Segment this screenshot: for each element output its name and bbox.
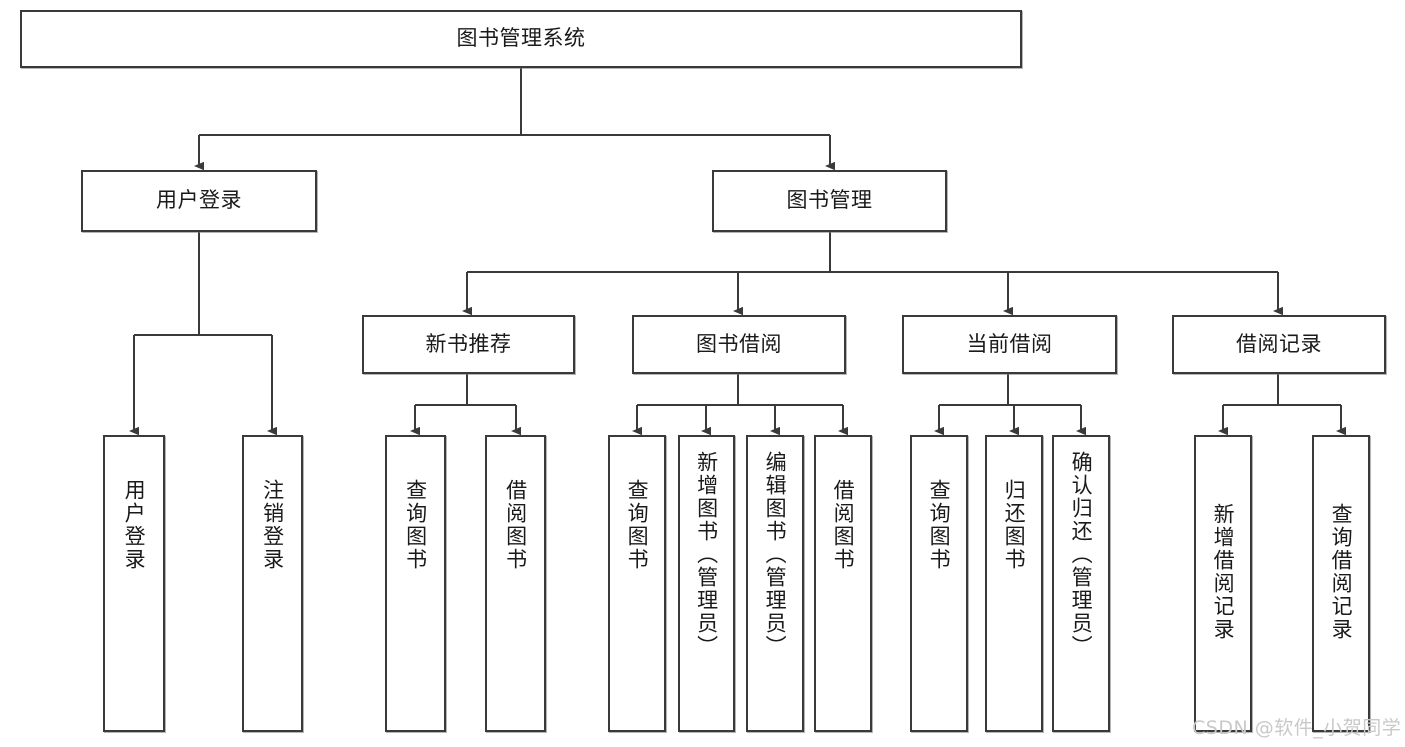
node-label: 图书管理系统 [456,26,586,51]
leaf-add-borrow-record[interactable]: 新增借阅记录 [1194,435,1252,732]
node-label: 查询借阅记录 [1329,503,1354,641]
leaf-return-book[interactable]: 归还图书 [985,435,1043,732]
node-book-borrow[interactable]: 图书借阅 [632,315,846,374]
node-label: 新增图书（管理员） [694,451,719,658]
node-new-book-recommend[interactable]: 新书推荐 [362,315,575,374]
node-label: 图书借阅 [696,331,782,356]
leaf-user-login[interactable]: 用户登录 [103,435,165,732]
node-label: 新书推荐 [425,331,512,356]
leaf-borrow-book-1[interactable]: 借阅图书 [485,435,546,732]
node-label: 借阅图书 [831,479,856,571]
node-label: 归还图书 [1002,479,1027,571]
leaf-edit-book-admin[interactable]: 编辑图书（管理员） [746,435,804,732]
leaf-query-book-2[interactable]: 查询图书 [608,435,666,732]
node-current-borrow[interactable]: 当前借阅 [902,315,1117,374]
node-user-login[interactable]: 用户登录 [81,170,317,232]
leaf-confirm-return-admin[interactable]: 确认归还（管理员） [1052,435,1110,732]
node-label: 借阅图书 [503,479,528,571]
leaf-query-book-1[interactable]: 查询图书 [385,435,446,732]
node-label: 注销登录 [260,479,285,571]
leaf-add-book-admin[interactable]: 新增图书（管理员） [678,435,735,732]
node-label: 查询图书 [625,479,650,571]
node-label: 用户登录 [156,188,242,213]
node-label: 查询图书 [927,479,952,571]
node-book-management[interactable]: 图书管理 [712,170,947,232]
leaf-query-borrow-record[interactable]: 查询借阅记录 [1312,435,1370,732]
node-label: 编辑图书（管理员） [763,451,788,658]
node-label: 确认归还（管理员） [1069,451,1094,658]
node-label: 用户登录 [122,479,147,571]
node-root-book-management-system[interactable]: 图书管理系统 [20,10,1022,68]
node-label: 新增借阅记录 [1211,503,1236,641]
leaf-borrow-book-2[interactable]: 借阅图书 [814,435,872,732]
node-label: 图书管理 [786,188,873,213]
leaf-query-book-3[interactable]: 查询图书 [910,435,968,732]
node-label: 当前借阅 [966,331,1053,356]
node-label: 查询图书 [403,479,428,571]
node-label: 借阅记录 [1236,331,1322,356]
node-borrow-record[interactable]: 借阅记录 [1172,315,1386,374]
leaf-user-logout[interactable]: 注销登录 [242,435,303,732]
